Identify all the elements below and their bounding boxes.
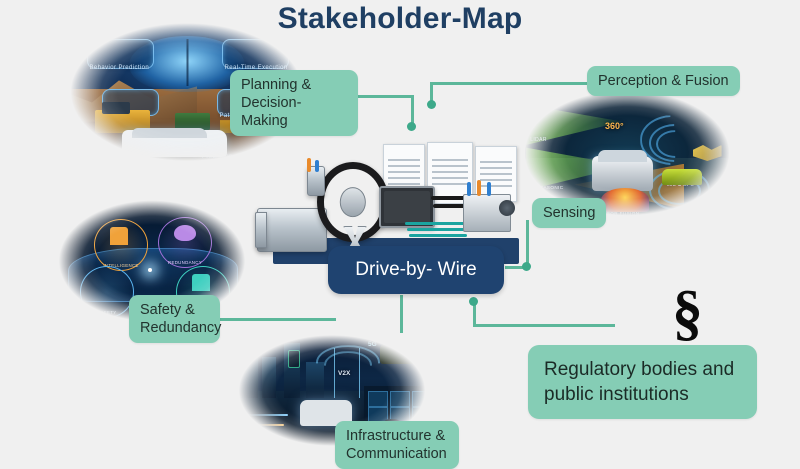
- node-label-real-time-execution: Real-Time Execution: [224, 65, 288, 72]
- label-lidar: LIDAR: [530, 136, 547, 143]
- label-ultrasonic: ULTRASONIC: [530, 185, 564, 191]
- chip-infrastructure-line2: Communication: [346, 446, 447, 463]
- section-sign-icon: §: [672, 279, 703, 347]
- chip-planning-line1: Planning &: [241, 77, 312, 93]
- node-label-behavior-prediction: Behavior Prediction: [89, 65, 150, 72]
- connector-dot-sensing: [522, 262, 531, 271]
- connector-planning-vertical: [411, 95, 414, 127]
- lock-icon: [110, 227, 128, 246]
- traffic-light-icon: [288, 350, 300, 368]
- label-sensor-fusion: SENSOR FUSION: [596, 210, 640, 216]
- connector-perception-vertical: [430, 82, 433, 104]
- ring-label-safety: SAFETY: [97, 309, 117, 315]
- stakeholder-map-canvas: Stakeholder-Map Behavior Prediction Real…: [0, 0, 800, 450]
- chip-safety-line2: Redundancy: [140, 320, 222, 337]
- chip-regulatory-line2: public institutions: [544, 384, 689, 406]
- chip-perception-fusion[interactable]: Perception & Fusion: [587, 66, 740, 97]
- connector-regulatory: [473, 324, 615, 327]
- connector-dot-regulatory: [469, 297, 478, 306]
- connector-regulatory-vertical: [473, 300, 476, 326]
- drive-by-wire-label: Drive-by- Wire: [355, 259, 477, 280]
- node-label-perception: Perception: [82, 154, 115, 161]
- ring-label-intelligence: INTELLIGENCE: [103, 262, 139, 268]
- label-radar: RADAR: [677, 95, 696, 101]
- shield-lock-icon: [192, 274, 210, 291]
- tag-v2x: V2X: [338, 370, 351, 378]
- label-cameras: CAMERAS: [541, 94, 569, 101]
- chip-regulatory-line1: Regulatory bodies and: [544, 359, 735, 380]
- chip-infrastructure-communication[interactable]: Infrastructure & Communication: [335, 421, 459, 469]
- chip-safety-line1: Safety &: [140, 302, 195, 318]
- node-label-prediction: Prediction: [202, 154, 233, 161]
- chip-infrastructure-line1: Infrastructure &: [346, 428, 446, 444]
- chip-safety-redundancy[interactable]: Safety & Redundancy: [129, 295, 222, 344]
- chip-planning-decision-making[interactable]: Planning & Decision-Making: [230, 70, 358, 137]
- chip-sensing[interactable]: Sensing: [532, 198, 607, 229]
- connector-planning: [358, 95, 414, 98]
- connector-perception: [430, 82, 590, 85]
- connector-safety: [218, 318, 336, 321]
- chip-planning-line2: Decision-Making: [241, 95, 302, 130]
- connector-infrastructure: [400, 295, 403, 333]
- page-title: Stakeholder-Map: [277, 2, 523, 35]
- connector-dot-planning: [407, 122, 416, 131]
- brain-icon: [174, 224, 196, 242]
- connector-sensing-vertical: [526, 220, 529, 268]
- perception-fusion-sensing-image: 360° CAMERAS LIDAR ULTRASONIC RADAR IMU …: [517, 86, 737, 220]
- ring-label-redundancy: REDUNDANCY: [168, 260, 202, 266]
- badge-360: 360°: [605, 120, 624, 131]
- chip-regulatory-bodies[interactable]: Regulatory bodies and public institution…: [528, 345, 757, 420]
- connector-dot-perception: [427, 100, 436, 109]
- tag-5g: 5G: [368, 340, 377, 348]
- connector-sensing: [505, 266, 529, 269]
- drive-by-wire-core-node[interactable]: Drive-by- Wire: [328, 246, 504, 294]
